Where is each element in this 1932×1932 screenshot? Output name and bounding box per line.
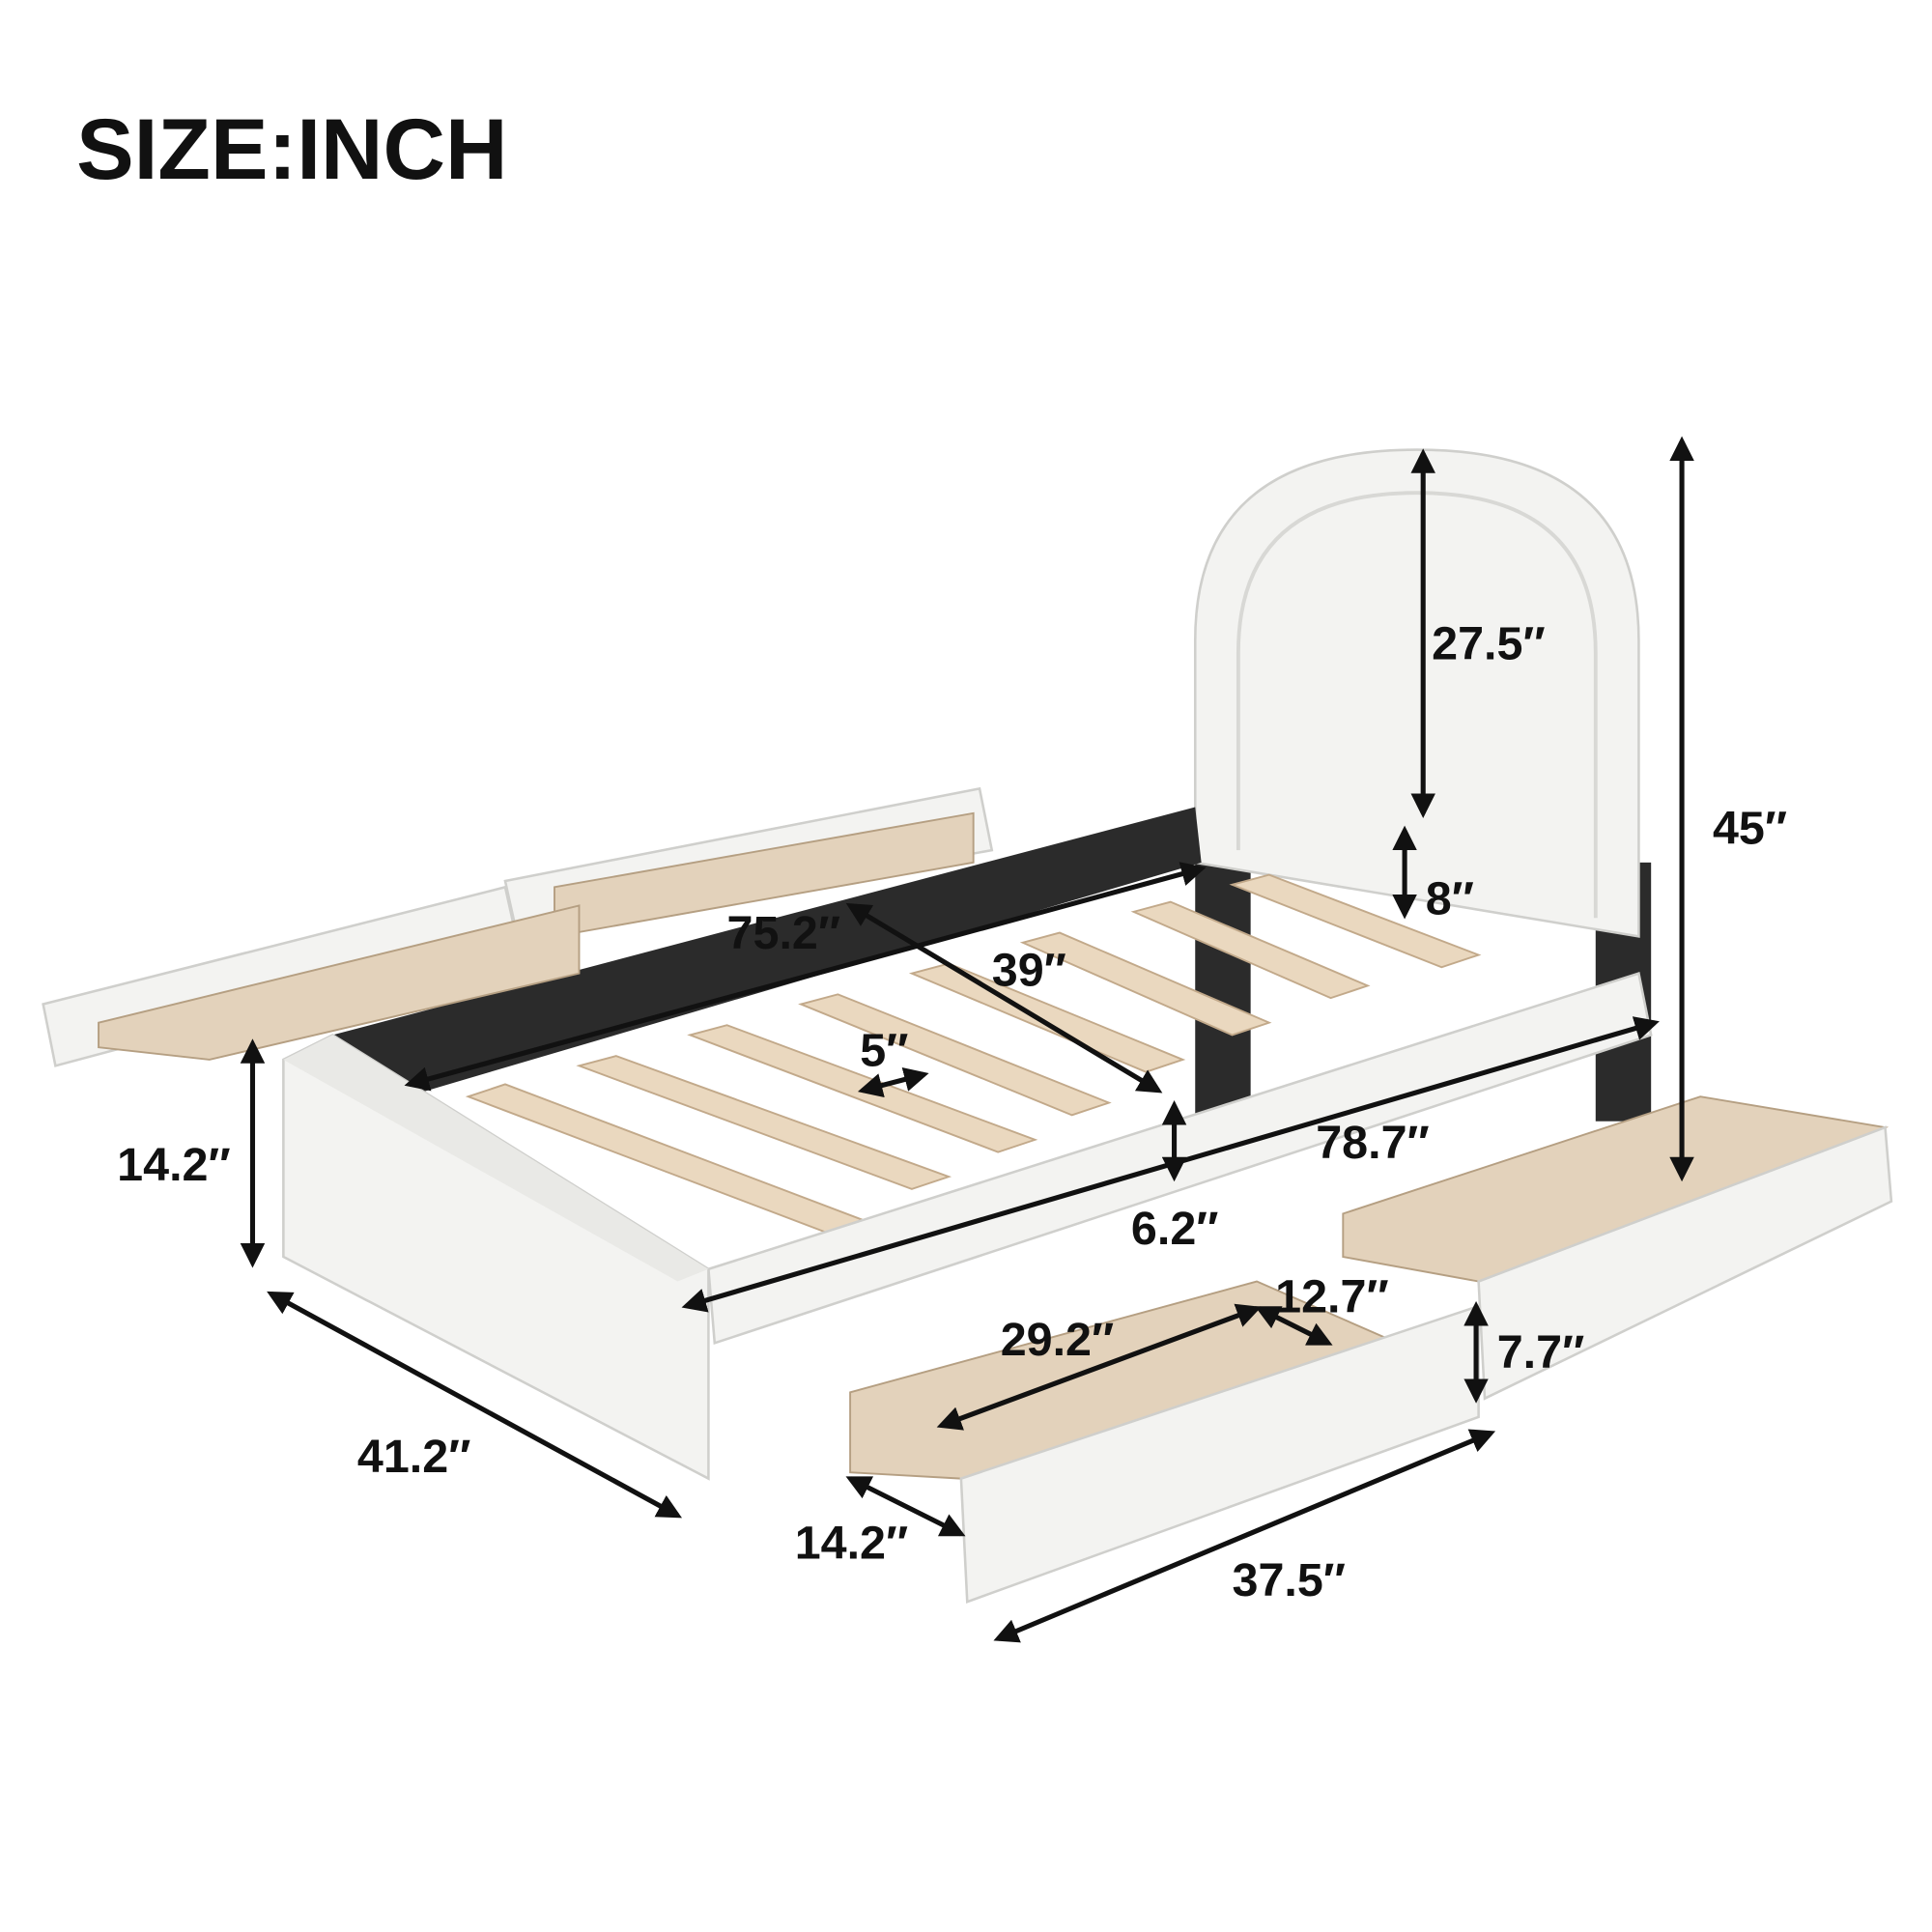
label-total-height: 45″ xyxy=(1713,803,1787,855)
label-drawer-inner-depth: 12.7″ xyxy=(1275,1270,1389,1322)
bed-illustration xyxy=(42,448,1893,1604)
label-inner-width: 39″ xyxy=(992,944,1066,996)
label-inner-length: 75.2″ xyxy=(727,907,841,959)
headboard xyxy=(1193,448,1640,938)
label-drawer-height: 7.7″ xyxy=(1497,1326,1585,1378)
label-drawer-width: 37.5″ xyxy=(1233,1554,1347,1606)
label-total-width: 41.2″ xyxy=(357,1431,471,1483)
label-side-height: 14.2″ xyxy=(117,1139,231,1191)
arrow-drawer-inner-width xyxy=(936,1303,1262,1431)
arrow-drawer-inner-depth xyxy=(1255,1306,1333,1346)
arrow-drawer-depth xyxy=(845,1476,966,1537)
label-drawer-depth: 14.2″ xyxy=(795,1518,909,1570)
dimension-arrows xyxy=(240,436,1694,1643)
arrow-total-width xyxy=(267,1291,683,1519)
label-headboard-height: 27.5″ xyxy=(1432,617,1546,669)
page-title: SIZE:INCH xyxy=(76,100,507,197)
label-slat-gap: 5″ xyxy=(860,1024,908,1076)
label-drawer-inner-width: 29.2″ xyxy=(1001,1314,1115,1366)
label-rail-height: 6.2″ xyxy=(1131,1203,1219,1255)
label-leg-clearance: 8″ xyxy=(1426,872,1474,924)
arrow-drawer-width xyxy=(993,1429,1496,1643)
dimension-labels: 27.5″ 45″ 8″ 75.2″ 39″ 5″ 78.7″ 14.2″ 6.… xyxy=(117,617,1787,1605)
label-total-length: 78.7″ xyxy=(1316,1117,1430,1169)
